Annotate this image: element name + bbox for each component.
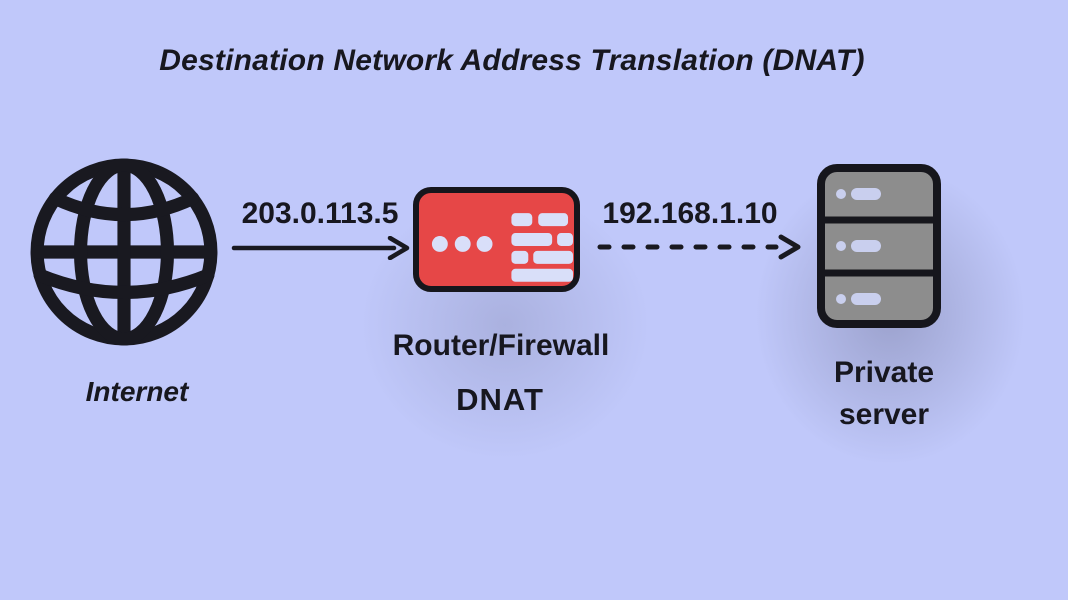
solid-arrow-icon: [231, 235, 411, 265]
router-label: Router/Firewall: [392, 329, 610, 362]
public-ip-label: 203.0.113.5: [241, 197, 399, 230]
server-label: Private server: [834, 352, 934, 436]
server-label-line2: server: [838, 398, 930, 431]
private-ip-label: 192.168.1.10: [602, 197, 778, 230]
firewall-icon: [413, 187, 580, 292]
internet-label: Internet: [85, 376, 189, 407]
dnat-label: DNAT: [456, 382, 544, 417]
globe-icon: [28, 156, 220, 353]
server-label-line1: Private: [833, 356, 935, 389]
dashed-arrow-icon: [594, 233, 808, 266]
server-rack-icon: [817, 164, 941, 333]
diagram-title: Destination Network Address Translation …: [159, 44, 865, 77]
